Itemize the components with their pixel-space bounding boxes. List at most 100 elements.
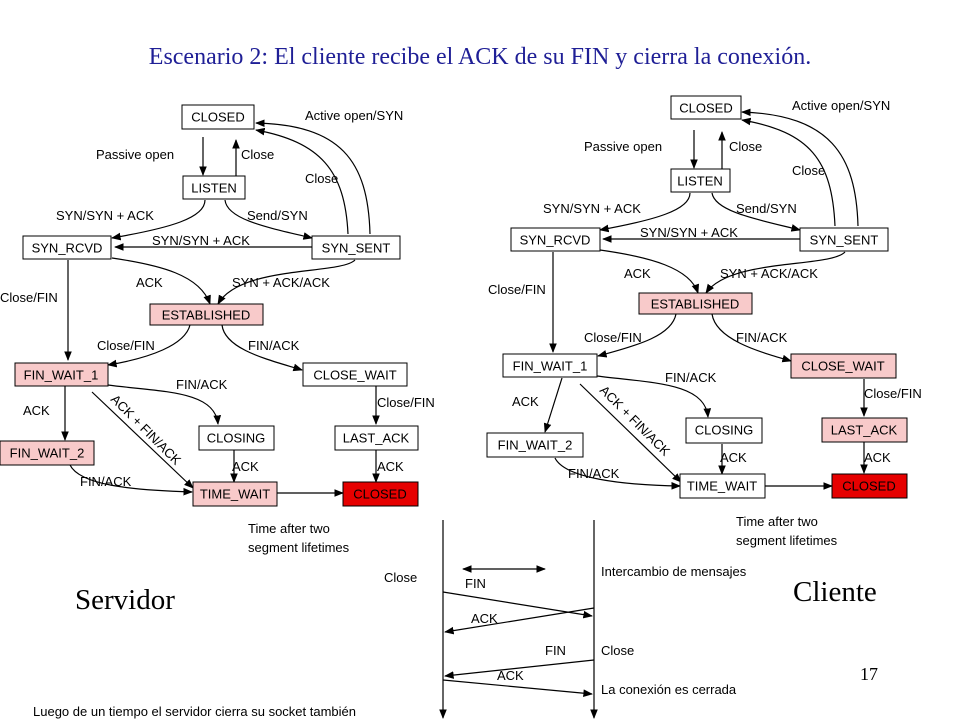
seq-close-left: Close: [384, 570, 417, 585]
seq-ack-2: ACK: [497, 668, 524, 683]
client-state-diagram: CLOSED LISTEN SYN_RCVD SYN_SENT ESTABLIS…: [486, 95, 922, 548]
slide-title: Escenario 2: El cliente recibe el ACK de…: [148, 44, 812, 70]
label-passive-open: Passive open: [96, 147, 174, 162]
state-closing: [198, 425, 275, 451]
label-synack-ack: SYN + ACK/ACK: [232, 275, 330, 290]
msg-ack-1: [444, 607, 595, 635]
state-closed-final-label: CLOSED: [353, 487, 406, 502]
label-syn-synack: SYN/SYN + ACK: [56, 208, 154, 223]
state-closed-final: [342, 481, 419, 507]
seq-close-right: Close: [601, 643, 634, 658]
state-listen-label: LISTEN: [191, 181, 237, 196]
state-closing-label: CLOSING: [695, 423, 754, 438]
state-listen-label: LISTEN: [677, 174, 723, 189]
state-closed-final-label: CLOSED: [842, 479, 895, 494]
label-close-fin-rcvd: Close/FIN: [488, 282, 546, 297]
state-last-ack-label: LAST_ACK: [831, 423, 898, 438]
label-ack: ACK: [136, 275, 163, 290]
state-syn-rcvd: [22, 235, 112, 260]
label-close-fin-est: Close/FIN: [584, 330, 642, 345]
server-edges: [61, 119, 380, 497]
state-time-wait-label: TIME_WAIT: [200, 487, 270, 502]
state-last-ack: [334, 425, 419, 451]
seq-server-closes: Luego de un tiempo el servidor cierra su…: [33, 704, 356, 719]
state-closing: [685, 417, 763, 444]
msg-fin-2: [444, 659, 595, 679]
label-ack-fw1: ACK: [23, 403, 50, 418]
label-fin-ack-fw2: FIN/ACK: [80, 474, 132, 489]
state-fin-wait-1: [502, 353, 598, 378]
state-time-wait: [679, 473, 766, 499]
state-established: [149, 303, 264, 326]
label-active-open: Active open/SYN: [792, 98, 890, 113]
seq-fin-1: FIN: [465, 576, 486, 591]
state-listen: [670, 168, 731, 193]
state-closed-label: CLOSED: [679, 101, 732, 116]
state-fin-wait-2-label: FIN_WAIT_2: [498, 438, 573, 453]
label-close-fin-est: Close/FIN: [97, 338, 155, 353]
label-ack-last: ACK: [864, 450, 891, 465]
label-ack-closing: ACK: [232, 459, 259, 474]
label-synack-ack: SYN + ACK/ACK: [720, 266, 818, 281]
label-ack-fin-ack: ACK + FIN/ACK: [108, 392, 184, 468]
label-active-open: Active open/SYN: [305, 108, 403, 123]
state-time-wait-label: TIME_WAIT: [687, 479, 757, 494]
label-ack-fin-ack: ACK + FIN/ACK: [597, 383, 673, 459]
seq-ack-1: ACK: [471, 611, 498, 626]
state-closed-final: [831, 473, 908, 499]
state-fin-wait-1-label: FIN_WAIT_1: [513, 359, 588, 374]
client-edges: [543, 108, 868, 490]
label-close-fin-rcvd: Close/FIN: [0, 290, 58, 305]
state-close-wait: [790, 353, 897, 379]
label-close-syn-sent: Close: [305, 171, 338, 186]
client-side-label: Cliente: [793, 576, 877, 608]
label-fin-ack-fw1: FIN/ACK: [665, 370, 717, 385]
state-time-wait: [192, 481, 278, 507]
label-syn-synack-2: SYN/SYN + ACK: [152, 233, 250, 248]
state-established-label: ESTABLISHED: [162, 308, 251, 323]
label-close-syn-sent: Close: [792, 163, 825, 178]
msg-ack-2: [442, 679, 593, 698]
label-syn-synack-2: SYN/SYN + ACK: [640, 225, 738, 240]
label-timeout-2: segment lifetimes: [736, 533, 838, 548]
label-fin-ack-fw1: FIN/ACK: [176, 377, 228, 392]
state-fin-wait-2: [486, 432, 584, 458]
seq-connection-closed: La conexión es cerrada: [601, 682, 737, 697]
state-established: [638, 292, 753, 315]
label-close-listen: Close: [729, 139, 762, 154]
label-ack-closing: ACK: [720, 450, 747, 465]
label-timeout-1: Time after two: [248, 521, 330, 536]
server-state-diagram: CLOSED LISTEN SYN_RCVD SYN_SENT ESTABLIS…: [0, 104, 435, 555]
state-listen: [182, 175, 246, 200]
state-closed-label: CLOSED: [191, 110, 244, 125]
page-number: 17: [860, 664, 878, 684]
state-last-ack-label: LAST_ACK: [343, 431, 410, 446]
state-close-wait: [302, 362, 408, 387]
state-syn-sent-label: SYN_SENT: [810, 233, 879, 248]
state-fin-wait-1-label: FIN_WAIT_1: [24, 368, 99, 383]
state-closing-label: CLOSING: [207, 431, 266, 446]
label-close-listen: Close: [241, 147, 274, 162]
label-passive-open: Passive open: [584, 139, 662, 154]
state-close-wait-label: CLOSE_WAIT: [801, 359, 884, 374]
state-fin-wait-2: [0, 440, 95, 466]
state-syn-sent-label: SYN_SENT: [322, 241, 391, 256]
state-close-wait-label: CLOSE_WAIT: [313, 368, 396, 383]
label-fin-ack-est: FIN/ACK: [248, 338, 300, 353]
state-fin-wait-2-label: FIN_WAIT_2: [10, 446, 85, 461]
label-syn-synack: SYN/SYN + ACK: [543, 201, 641, 216]
state-syn-rcvd-label: SYN_RCVD: [32, 241, 103, 256]
label-fin-ack-fw2: FIN/ACK: [568, 466, 620, 481]
label-ack-last: ACK: [377, 459, 404, 474]
state-syn-rcvd-label: SYN_RCVD: [520, 233, 591, 248]
state-syn-sent: [311, 235, 401, 260]
label-close-fin-cw: Close/FIN: [377, 395, 435, 410]
state-closed: [670, 95, 742, 120]
label-close-fin-cw: Close/FIN: [864, 386, 922, 401]
label-send-syn: Send/SYN: [247, 208, 308, 223]
server-states: CLOSED LISTEN SYN_RCVD SYN_SENT ESTABLIS…: [0, 104, 419, 507]
state-fin-wait-1: [14, 362, 109, 387]
state-syn-sent: [799, 227, 889, 252]
state-closed: [181, 104, 255, 130]
